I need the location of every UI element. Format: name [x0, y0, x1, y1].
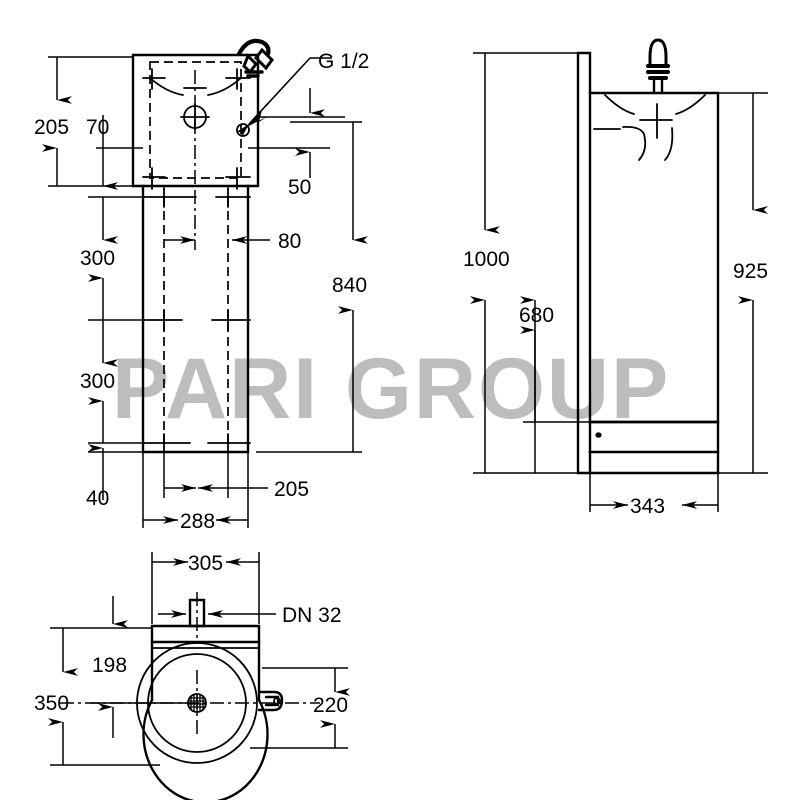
plan-outer-outline: [142, 624, 269, 800]
plan-view-dimensions: 305 DN 32 198 350 220: [34, 552, 350, 766]
dim-label-288: 288: [180, 510, 215, 533]
dim-label-70: 70: [86, 116, 109, 139]
side-view-dimensions: 1000 680 925 343: [463, 52, 768, 518]
side-bowl-cross: [639, 103, 673, 139]
dim-label-840: 840: [332, 274, 367, 297]
leader-g12-arrow: [245, 110, 268, 128]
faucet-spout: [236, 38, 271, 57]
plan-tap-body: [257, 690, 284, 712]
dim-label-40: 40: [86, 487, 109, 510]
faucet-body: [242, 53, 258, 75]
dim-label-925: 925: [733, 260, 768, 283]
front-drain-cross: [180, 103, 210, 131]
dim-label-g12: G 1/2: [318, 50, 369, 73]
dim-label-205: 205: [34, 116, 69, 139]
side-pedestal-top-edge: [588, 420, 720, 454]
dim-label-198: 198: [92, 654, 127, 677]
dim-label-1000: 1000: [463, 248, 510, 271]
side-tap-loop: [648, 38, 668, 68]
plan-tap-inner: [264, 695, 280, 707]
side-fixing-dot-a: [596, 432, 602, 438]
front-view-dimensions: 205 70 300 300 40 50 80 840: [34, 50, 369, 533]
faucet-base: [244, 70, 264, 78]
front-mounting-marks: [142, 68, 251, 190]
front-basin-hidden-outline: [149, 61, 242, 179]
plan-view: [60, 592, 320, 800]
front-basin-outline: [131, 53, 260, 188]
faucet-lever: [254, 47, 274, 71]
plan-outlet-dn32: [188, 598, 206, 628]
leader-g12: [235, 57, 332, 138]
dim-label-80: 80: [278, 230, 301, 253]
dim-label-680: 680: [519, 304, 554, 327]
plan-tap-outlet: [273, 697, 281, 705]
side-bowl-arc-left: [604, 94, 635, 115]
front-bowl-arc-left: [149, 77, 184, 96]
dim-label-205b: 205: [274, 478, 309, 501]
dim-label-305: 305: [188, 552, 223, 575]
dim-label-220: 220: [313, 694, 348, 717]
dim-label-dn32: DN 32: [282, 604, 342, 627]
front-pedestal-fixing-bottom: [142, 433, 251, 453]
front-bowl-arc-right: [207, 77, 242, 96]
side-bowl-inner-right: [664, 127, 674, 161]
dim-label-50: 50: [288, 176, 311, 199]
dim-label-300b: 300: [80, 370, 115, 393]
dim-label-343: 343: [630, 495, 665, 518]
front-elevation-view: [131, 38, 274, 454]
watermark-text: PARI GROUP: [112, 341, 670, 437]
dim-label-300a: 300: [80, 247, 115, 270]
side-bowl-inner-left: [622, 125, 647, 161]
dim-label-350: 350: [34, 692, 69, 715]
front-pedestal-fixing-top: [142, 187, 251, 208]
side-tap-stem: [652, 76, 664, 95]
side-bowl-arc-right: [675, 94, 706, 115]
side-tap-collar: [646, 64, 670, 80]
front-pedestal-fixing-mid: [142, 310, 251, 331]
front-pedestal-outline: [141, 184, 250, 454]
